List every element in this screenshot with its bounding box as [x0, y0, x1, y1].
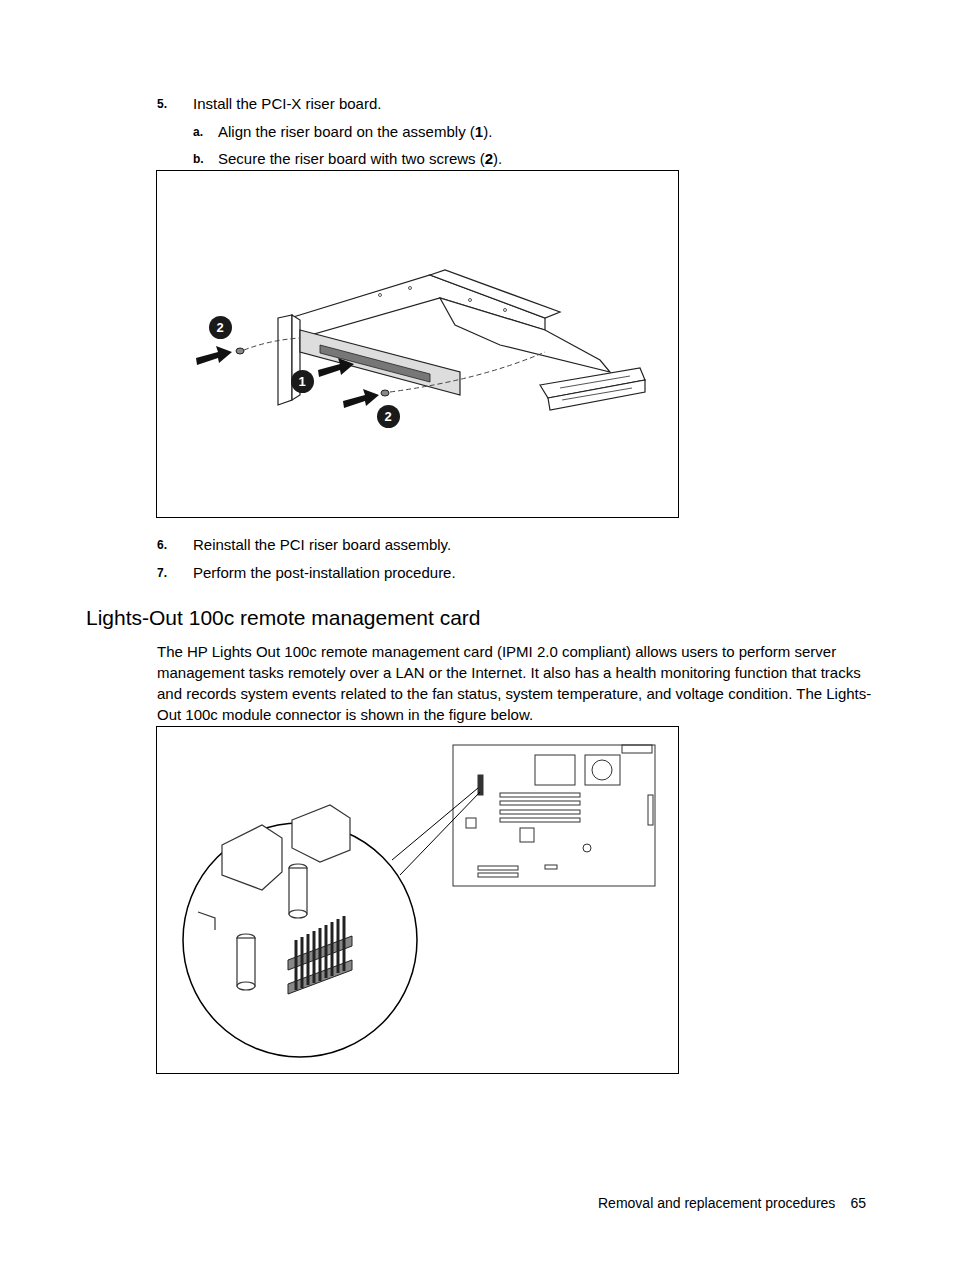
section-heading: Lights-Out 100c remote management card [86, 605, 481, 631]
callout-text: 2 [384, 409, 391, 424]
step-number: 6. [157, 536, 167, 554]
callout-number: 1 [291, 370, 314, 393]
step-text: Reinstall the PCI riser board assembly. [193, 536, 451, 554]
body-paragraph: The HP Lights Out 100c remote management… [157, 641, 873, 725]
substep-text: Secure the riser board with two screws (… [218, 150, 502, 168]
connector-header [288, 916, 352, 994]
step-number: 7. [157, 564, 167, 582]
footer-text: Removal and replacement procedures [598, 1194, 835, 1212]
screw [236, 348, 389, 396]
callout-text: 2 [216, 320, 223, 335]
riser-cage [278, 270, 645, 410]
leader-line [400, 792, 480, 875]
system-board [453, 745, 655, 886]
step-number: 5. [157, 95, 167, 113]
callout-number: 2 [377, 405, 400, 428]
leader-line [392, 788, 478, 860]
substep-text: Align the riser board on the assembly (1… [218, 123, 492, 141]
step-text: Perform the post-installation procedure. [193, 564, 456, 582]
figure-frame [157, 727, 679, 1074]
arrow [196, 346, 379, 408]
screw-path [244, 338, 545, 392]
detail-parts [198, 805, 350, 990]
figure-frame [157, 171, 679, 518]
detail-circle [183, 823, 417, 1057]
riser-board [300, 330, 460, 395]
step-text: Install the PCI-X riser board. [193, 95, 381, 113]
page-number: 65 [850, 1194, 866, 1212]
callout-number: 2 [209, 316, 232, 339]
callout-text: 1 [298, 374, 305, 389]
substep-letter: b. [193, 150, 204, 168]
substep-letter: a. [193, 123, 203, 141]
